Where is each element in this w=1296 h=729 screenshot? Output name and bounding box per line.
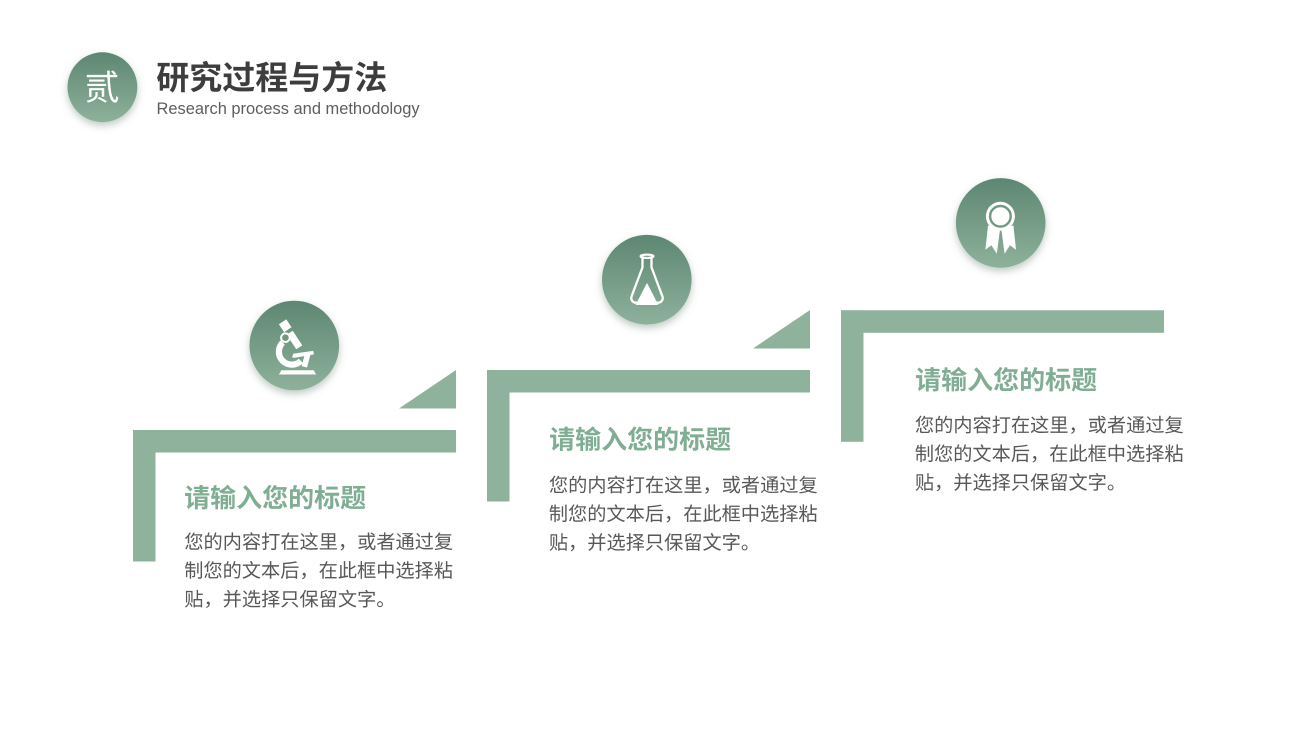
svg-text:Research process and methodolo: Research process and methodology (157, 100, 421, 118)
